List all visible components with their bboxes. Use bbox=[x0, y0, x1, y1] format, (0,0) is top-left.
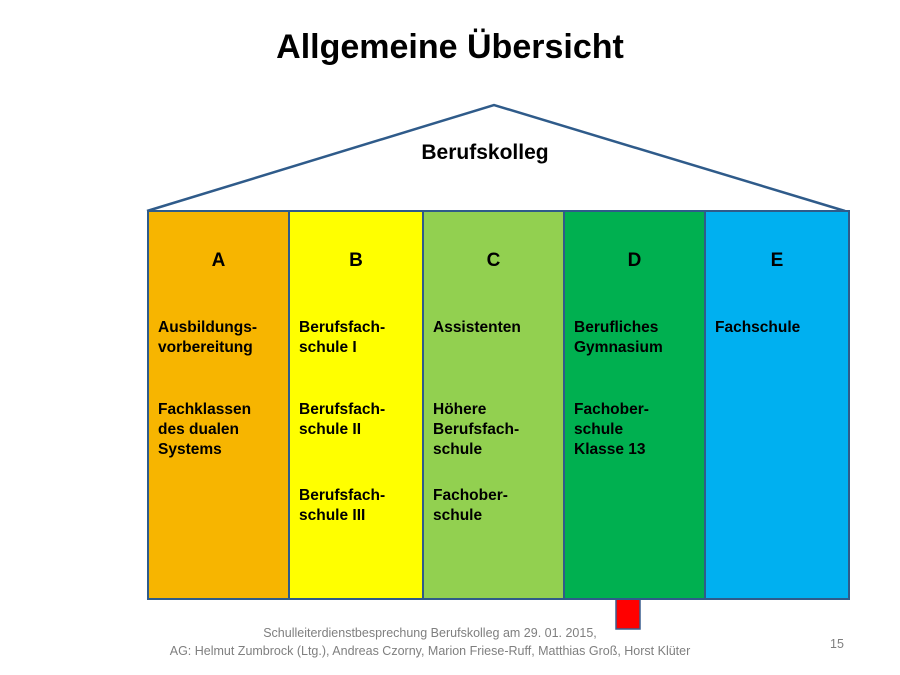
column-letter: B bbox=[349, 250, 363, 271]
column-c: C Assistenten Höhere Berufsfach- schule … bbox=[424, 212, 565, 598]
column-e: E Fachschule bbox=[706, 212, 848, 598]
column-entry: Fachober- schule Klasse 13 bbox=[574, 401, 649, 458]
footer-line-1: Schulleiterdienstbesprechung Berufskolle… bbox=[263, 626, 597, 640]
columns-container: A Ausbildungs- vorbereitung Fachklassen … bbox=[147, 210, 850, 600]
column-entry: Ausbildungs- vorbereitung bbox=[158, 319, 258, 356]
footer: Schulleiterdienstbesprechung Berufskolle… bbox=[0, 624, 860, 660]
column-entry: Fachklassen des dualen Systems bbox=[158, 401, 252, 458]
roof-label: Berufskolleg bbox=[421, 141, 549, 164]
column-letter: A bbox=[211, 250, 226, 271]
column-letter: E bbox=[770, 250, 784, 271]
column-d: D Berufliches Gymnasium Fachober- schule… bbox=[565, 212, 706, 598]
column-letter: D bbox=[627, 250, 642, 271]
column-entry: Assistenten bbox=[433, 319, 521, 336]
column-entry: Berufsfach- schule I bbox=[299, 319, 386, 356]
roof-outline bbox=[146, 103, 846, 213]
column-entry: Berufsfach- schule II bbox=[299, 401, 386, 438]
column-entry: Berufliches Gymnasium bbox=[574, 319, 663, 356]
column-letter: C bbox=[486, 250, 501, 271]
column-entry: Höhere Berufsfach- schule bbox=[433, 401, 520, 458]
column-a: A Ausbildungs- vorbereitung Fachklassen … bbox=[149, 212, 290, 598]
slide-title: Allgemeine Übersicht bbox=[276, 28, 624, 66]
column-b: B Berufsfach- schule I Berufsfach- schul… bbox=[290, 212, 424, 598]
column-entry: Berufsfach- schule III bbox=[299, 487, 386, 524]
page-number: 15 bbox=[830, 637, 844, 651]
column-entry: Fachober- schule bbox=[433, 487, 508, 524]
footer-line-2: AG: Helmut Zumbrock (Ltg.), Andreas Czor… bbox=[169, 644, 691, 658]
column-entry: Fachschule bbox=[715, 319, 801, 336]
